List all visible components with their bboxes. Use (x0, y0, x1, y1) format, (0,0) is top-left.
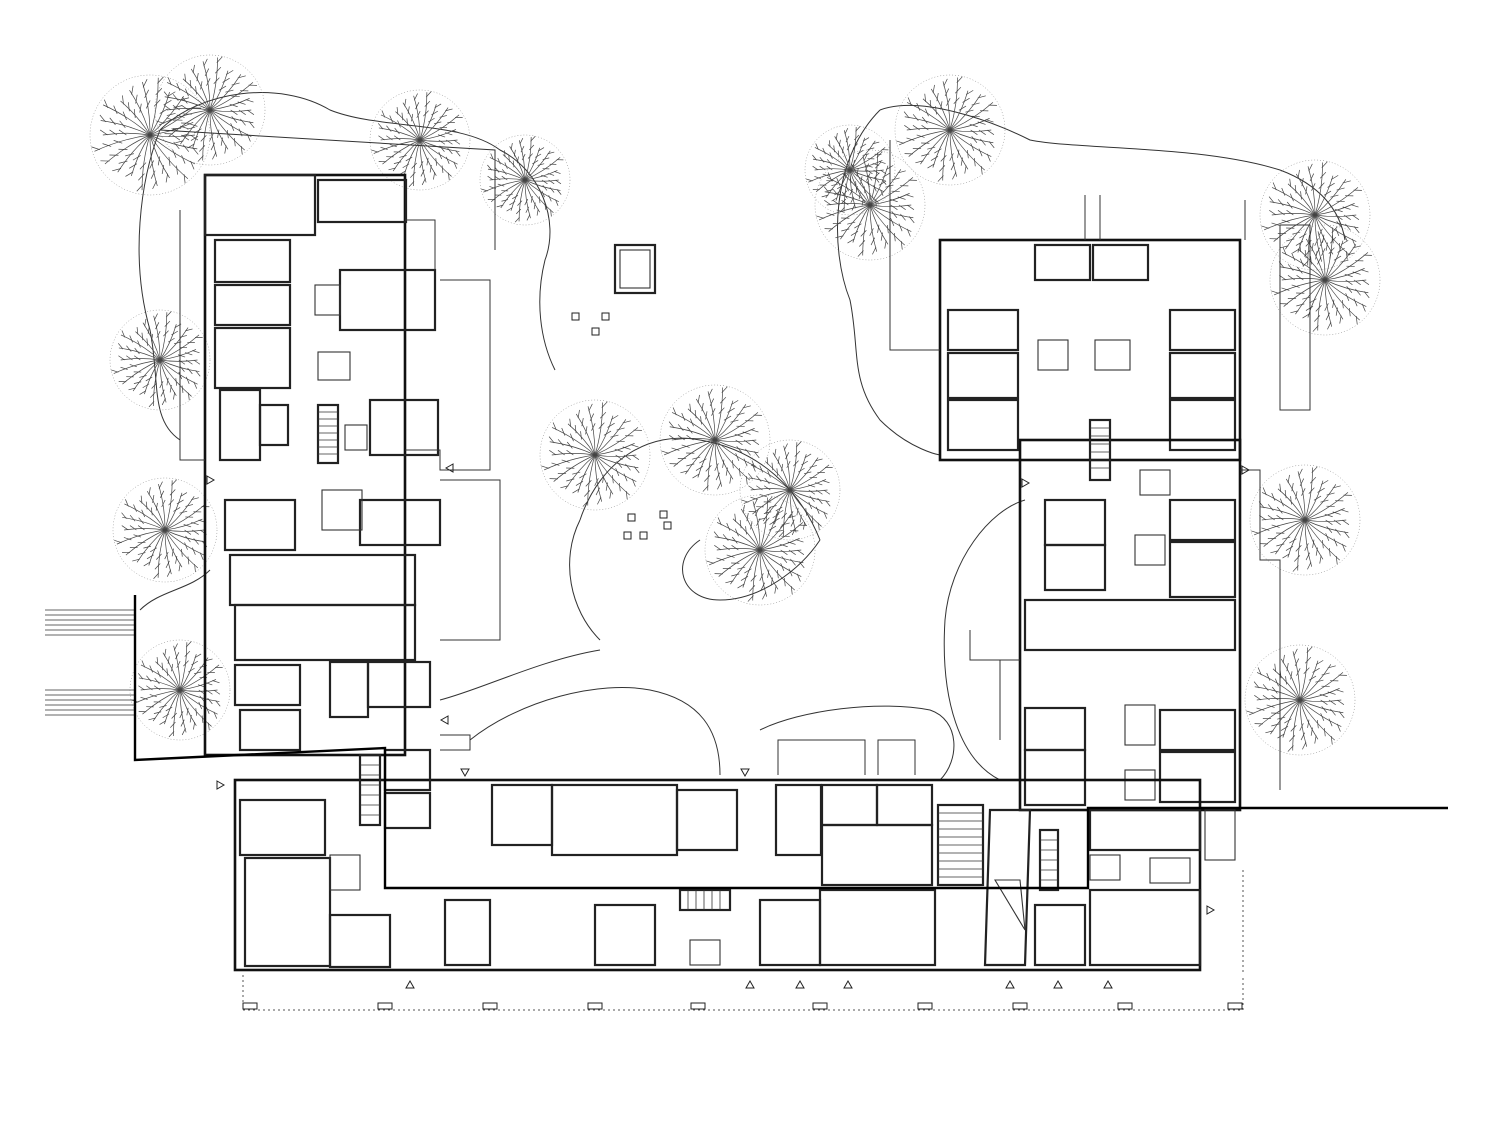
tree-icon (704, 494, 816, 606)
west-stair (316, 403, 340, 465)
tree-icon (109, 309, 211, 411)
triangle-marker-icon (745, 979, 755, 989)
east-wing (889, 140, 1311, 812)
column-icon (917, 1002, 933, 1010)
triangle-marker-icon (206, 475, 216, 485)
east-stair (1088, 418, 1112, 482)
south-block (233, 734, 1236, 972)
column-icon (1227, 1002, 1243, 1010)
entrance-markers (206, 463, 1251, 989)
west-entrance-steps (45, 609, 135, 716)
south-stair-mid (678, 888, 732, 912)
tree-icon (659, 384, 771, 496)
courtyard-pavilion (571, 243, 672, 540)
south-stair-west (358, 753, 382, 827)
tree-icon (1259, 159, 1371, 271)
tree-icon (479, 134, 571, 226)
triangle-marker-icon (1206, 905, 1216, 915)
column-icon (482, 1002, 498, 1010)
triangle-marker-icon (1241, 465, 1251, 475)
west-wing (159, 129, 501, 757)
tree-icon (129, 639, 231, 741)
column-icon (812, 1002, 828, 1010)
triangle-marker-icon (795, 979, 805, 989)
column-icon (1012, 1002, 1028, 1010)
tree-icon (894, 74, 1006, 186)
tree-icon (1269, 224, 1381, 336)
triangle-marker-icon (843, 979, 853, 989)
tree-icon (369, 89, 471, 191)
triangle-marker-icon (405, 979, 415, 989)
column-icon (377, 1002, 393, 1010)
tree-icon (89, 74, 211, 196)
tree-icon (804, 124, 896, 216)
south-stair-east (1038, 828, 1060, 892)
triangle-marker-icon (740, 768, 750, 778)
tree-icon (1249, 464, 1361, 576)
tree-icon (154, 54, 266, 166)
triangle-marker-icon (460, 768, 470, 778)
column-icon (1117, 1002, 1133, 1010)
column-icon (690, 1002, 706, 1010)
triangle-marker-icon (439, 715, 449, 725)
column-icon (242, 1002, 258, 1010)
triangle-marker-icon (1103, 979, 1113, 989)
triangle-marker-icon (1053, 979, 1063, 989)
tree-icon (1244, 644, 1356, 756)
tree-icon (539, 399, 651, 511)
column-icon (587, 1002, 603, 1010)
arcade-line (242, 870, 1244, 1011)
triangle-marker-icon (444, 463, 454, 473)
triangle-marker-icon (1021, 478, 1031, 488)
trees (89, 54, 1381, 756)
section-cut-line (133, 595, 1448, 890)
tree-icon (112, 477, 218, 583)
triangle-marker-icon (216, 780, 226, 790)
tree-icon (814, 149, 926, 261)
tree-icon (739, 439, 841, 541)
south-stair-central (936, 803, 985, 887)
arcade-columns (242, 1002, 1243, 1010)
triangle-marker-icon (1005, 979, 1015, 989)
